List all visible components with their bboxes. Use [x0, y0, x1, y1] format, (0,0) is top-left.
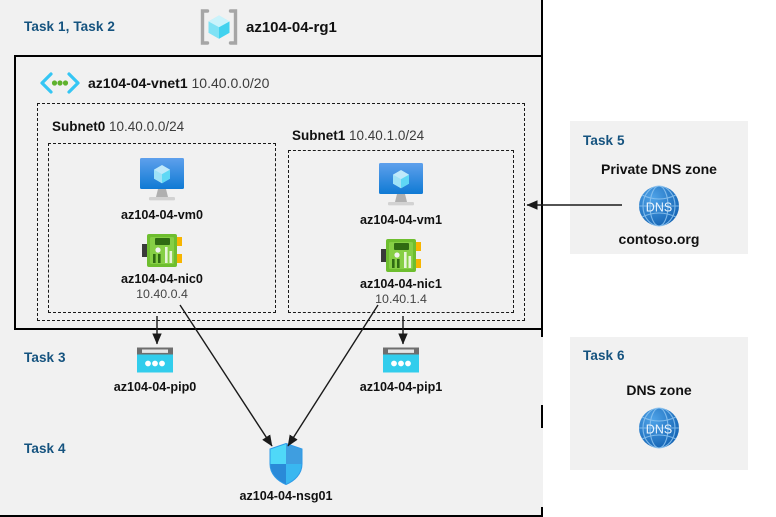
- pip1-label: az104-04-pip1: [359, 380, 443, 394]
- network-security-group-icon: [269, 442, 303, 486]
- pip1-node[interactable]: az104-04-pip1: [341, 346, 461, 395]
- nic1-ip: 10.40.1.4: [375, 292, 427, 306]
- nic0-label: az104-04-nic0: [121, 272, 203, 286]
- pip0-node[interactable]: az104-04-pip0: [95, 346, 215, 395]
- nic1-node[interactable]: az104-04-nic1 10.40.1.4: [341, 237, 461, 307]
- nic1-label: az104-04-nic1: [360, 277, 442, 291]
- virtual-machine-icon: [379, 163, 423, 206]
- task-label-nsg: Task 4: [24, 441, 66, 456]
- vnet-box: [14, 55, 543, 330]
- subnet1-inner-box: [288, 150, 514, 313]
- resource-group-icon: [198, 7, 240, 52]
- task-label-public-ip: Task 3: [24, 350, 66, 365]
- task-label-resource-group: Task 1, Task 2: [24, 19, 115, 34]
- vnet-name: az104-04-vnet1: [88, 75, 188, 91]
- resource-group-name: az104-04-rg1: [246, 19, 337, 36]
- vm1-node[interactable]: az104-04-vm1: [341, 160, 461, 228]
- private-dns-heading: Private DNS zone: [601, 161, 717, 177]
- subnet0-name: Subnet0: [52, 119, 106, 134]
- private-dns-zone-name: contoso.org: [618, 231, 700, 247]
- dns-icon-text: DNS: [646, 201, 672, 215]
- vnet-cidr: 10.40.0.0/20: [191, 75, 270, 91]
- network-interface-icon: [381, 239, 421, 272]
- vnet-icon: [38, 71, 82, 100]
- vm0-node[interactable]: az104-04-vm0: [102, 155, 222, 223]
- nsg-node[interactable]: az104-04-nsg01: [222, 442, 350, 504]
- virtual-machine-icon: [140, 158, 184, 201]
- subnet1-name: Subnet1: [292, 128, 346, 143]
- dns-heading: DNS zone: [626, 382, 692, 398]
- subnet0-cidr: 10.40.0.0/24: [109, 119, 185, 134]
- dns-zone-icon: DNS: [639, 407, 679, 449]
- private-dns-zone-node[interactable]: DNS contoso.org: [599, 183, 719, 247]
- subnet1-cidr: 10.40.1.0/24: [349, 128, 425, 143]
- nsg-label: az104-04-nsg01: [239, 489, 333, 503]
- pip0-label: az104-04-pip0: [113, 380, 197, 394]
- nic0-ip: 10.40.0.4: [136, 287, 188, 301]
- task-label-private-dns: Task 5: [583, 133, 625, 148]
- subnet1-title: Subnet1 10.40.1.0/24: [292, 128, 424, 143]
- public-ip-panel: [14, 337, 543, 405]
- task-label-dns: Task 6: [583, 348, 625, 363]
- dns-icon-text: DNS: [646, 423, 672, 437]
- public-ip-address-icon: [383, 347, 419, 373]
- vnet-title: az104-04-vnet1 10.40.0.0/20: [88, 75, 269, 91]
- vm0-label: az104-04-vm0: [121, 208, 203, 222]
- network-interface-icon: [142, 234, 182, 267]
- subnet0-inner-box: [48, 143, 276, 313]
- subnet0-title: Subnet0 10.40.0.0/24: [52, 119, 184, 134]
- subnets-container: [37, 103, 525, 321]
- vm1-label: az104-04-vm1: [360, 213, 442, 227]
- nic0-node[interactable]: az104-04-nic0 10.40.0.4: [102, 232, 222, 302]
- dns-zone-node[interactable]: DNS: [599, 405, 719, 451]
- public-ip-address-icon: [137, 347, 173, 373]
- dns-zone-icon: DNS: [639, 185, 679, 227]
